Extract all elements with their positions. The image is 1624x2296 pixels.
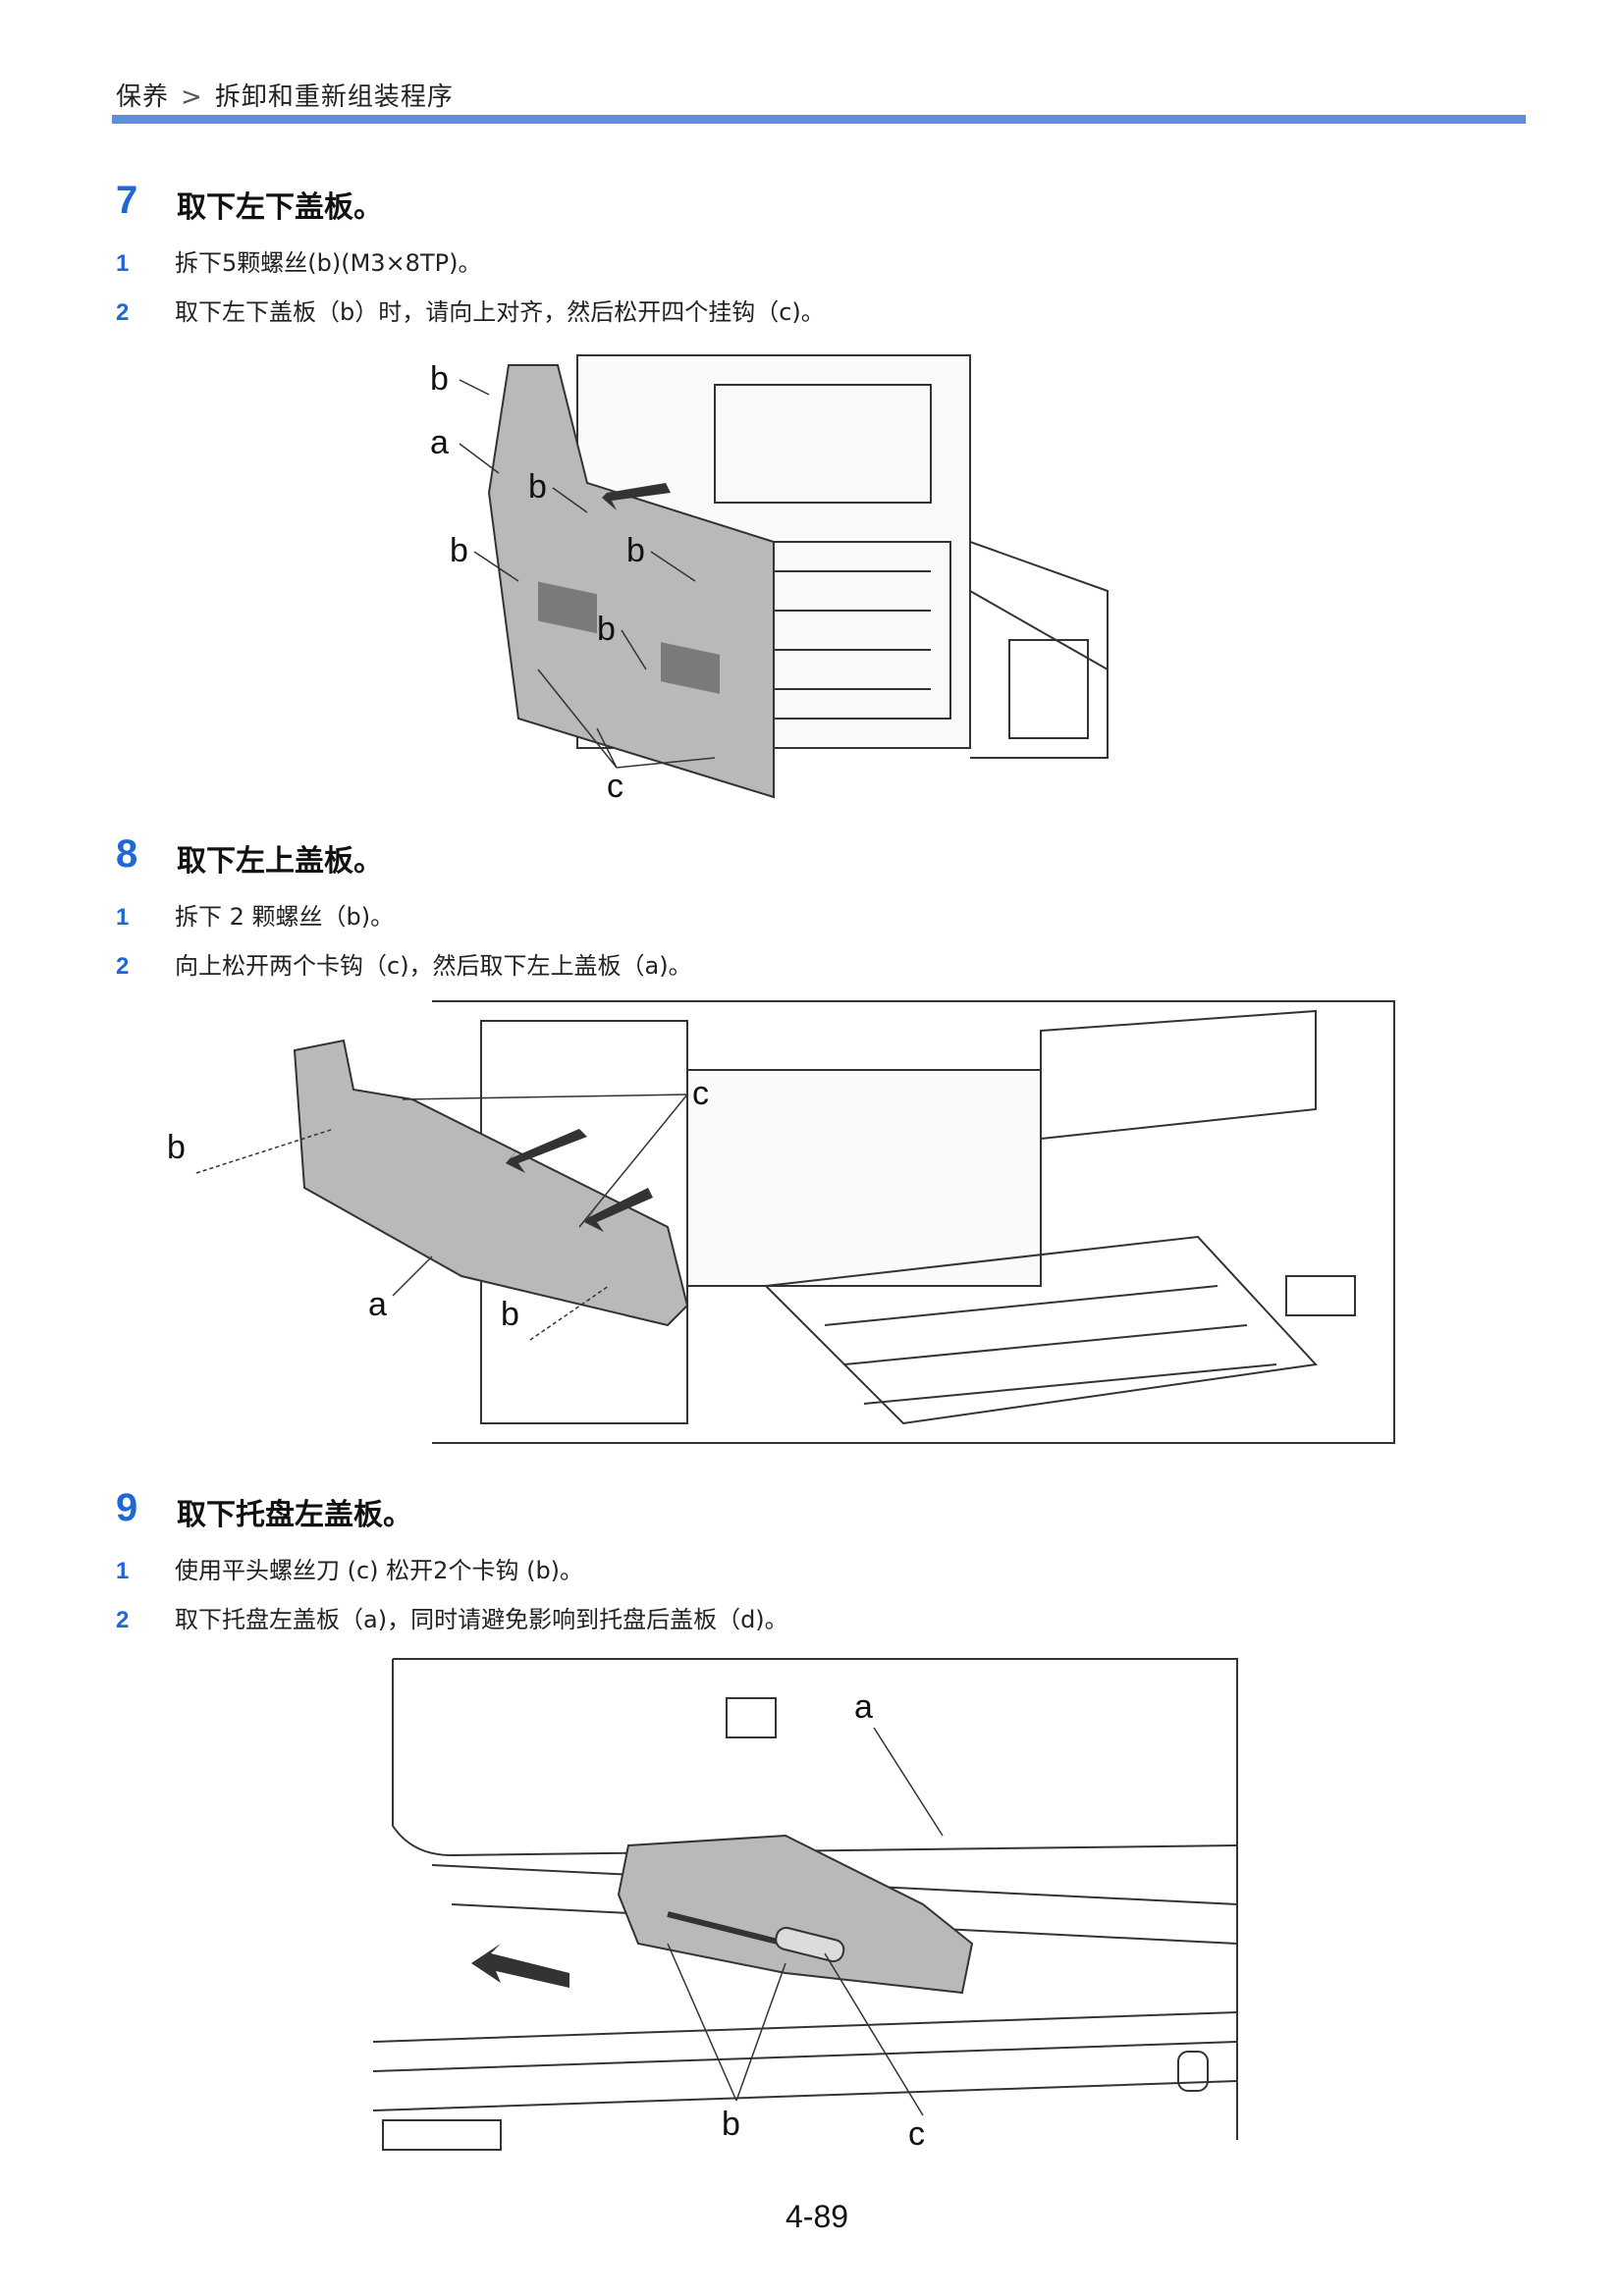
figure-label: b: [626, 532, 645, 569]
step-number: 9: [116, 1486, 138, 1529]
step-title: 取下托盘左盖板。: [177, 1498, 412, 1532]
substep: 1 拆下5颗螺丝(b)(M3×8TP)。: [116, 243, 482, 278]
figure-label: b: [722, 2106, 740, 2143]
figure-step-8: c b a b: [157, 991, 1404, 1453]
substep-number: 1: [116, 250, 130, 277]
figure-label: c: [908, 2115, 925, 2153]
substep-text: 使用平头螺丝刀 (c) 松开2个卡钩 (b)。: [175, 1557, 584, 1584]
figure-label: a: [430, 424, 449, 461]
substep-text: 取下左下盖板（b）时，请向上对齐，然后松开四个挂钩（c)。: [175, 298, 825, 326]
step-title: 取下左上盖板。: [177, 844, 383, 879]
substep-number: 2: [116, 299, 130, 326]
figure-label: b: [501, 1296, 519, 1333]
breadcrumb-section: 保养: [116, 82, 170, 112]
substep: 2 向上松开两个卡钩（c)，然后取下左上盖板（a)。: [116, 946, 692, 981]
breadcrumb: 保养 > 拆卸和重新组装程序: [116, 77, 454, 113]
substep-text: 拆下5颗螺丝(b)(M3×8TP)。: [175, 249, 482, 277]
figure-label: b: [450, 532, 468, 569]
figure-step-9: a b c: [373, 1649, 1247, 2160]
figure-label: a: [368, 1286, 387, 1323]
step-title: 取下左下盖板。: [177, 190, 383, 225]
step-number: 8: [116, 832, 138, 876]
page-number: 4-89: [785, 2199, 849, 2234]
substep-number: 1: [116, 1558, 130, 1584]
substep-number: 1: [116, 904, 130, 931]
figure-label: c: [607, 768, 623, 805]
figure-label: b: [430, 360, 449, 398]
header-rule: [112, 115, 1526, 124]
figure-step-7: b a b b b b c: [420, 346, 1137, 807]
figure-label: b: [167, 1129, 186, 1166]
substep: 1 使用平头螺丝刀 (c) 松开2个卡钩 (b)。: [116, 1551, 584, 1585]
substep-number: 2: [116, 953, 130, 980]
substep-text: 拆下 2 颗螺丝（b)。: [175, 903, 395, 931]
breadcrumb-topic: 拆卸和重新组装程序: [214, 82, 454, 112]
substep: 1 拆下 2 颗螺丝（b)。: [116, 897, 395, 932]
substep: 2 取下托盘左盖板（a)，同时请避免影响到托盘后盖板（d)。: [116, 1600, 788, 1634]
breadcrumb-separator: >: [181, 82, 203, 112]
figure-label: b: [528, 468, 547, 506]
figure-label: a: [854, 1688, 873, 1726]
substep-text: 向上松开两个卡钩（c)，然后取下左上盖板（a)。: [175, 952, 692, 980]
substep-number: 2: [116, 1607, 130, 1633]
figure-label: b: [597, 611, 616, 648]
step-number: 7: [116, 179, 138, 222]
substep-text: 取下托盘左盖板（a)，同时请避免影响到托盘后盖板（d)。: [175, 1606, 788, 1633]
substep: 2 取下左下盖板（b）时，请向上对齐，然后松开四个挂钩（c)。: [116, 293, 825, 327]
figure-label: c: [692, 1075, 709, 1112]
